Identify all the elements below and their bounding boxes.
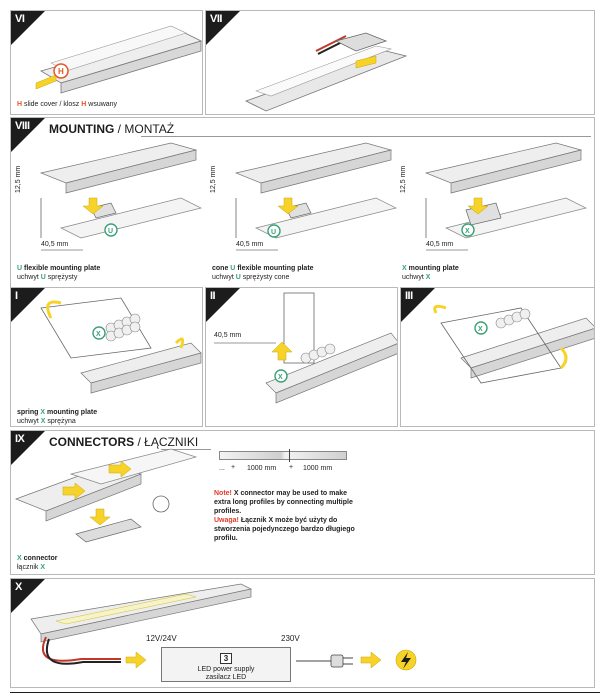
voltage-high: 230V bbox=[281, 634, 300, 643]
mounting-illustration-u: U bbox=[39, 142, 203, 251]
rail-ellipsis: ... bbox=[219, 465, 225, 472]
panel-ii: II 40,5 mm X bbox=[205, 287, 398, 427]
caption-x-plate: X mounting plate uchwyt X bbox=[402, 265, 459, 281]
power-supply-label-pl: zasilacz LED bbox=[205, 674, 247, 681]
section-connectors: IX CONNECTORS / ŁĄCZNIKI X connector łąc… bbox=[10, 430, 595, 575]
step-label-ii: II bbox=[210, 290, 216, 302]
step-label-x: X bbox=[15, 581, 22, 593]
panel-vii: VII bbox=[205, 10, 595, 115]
mounting-title-rule bbox=[141, 136, 591, 137]
rail-diagram: ... + 1000 mm + 1000 mm bbox=[219, 449, 349, 481]
step-label-iii: III bbox=[405, 290, 413, 302]
step-tag-ii bbox=[206, 288, 240, 322]
profile-illustration-vi: H bbox=[35, 25, 202, 94]
section-mounting: VIII MOUNTING / MONTAŻ U 12,5 mm 40,5 mm… bbox=[10, 117, 595, 287]
connector-illustration bbox=[15, 448, 198, 543]
spring-illustration-iii: X bbox=[433, 304, 594, 384]
rail-plus-2: + bbox=[289, 464, 294, 471]
rail-bar bbox=[219, 451, 347, 460]
panel-i: I X spring X mounting plate uchwyt X spr… bbox=[10, 287, 203, 427]
svg-text:H: H bbox=[58, 67, 64, 76]
mounting-illustration-x: X bbox=[424, 142, 588, 251]
step-tag-x bbox=[11, 579, 45, 613]
step-label-viii: VIII bbox=[15, 120, 30, 132]
connectors-title-rule bbox=[161, 449, 211, 450]
mounting-illustration-cone-u: U bbox=[234, 142, 398, 251]
svg-text:X: X bbox=[96, 331, 101, 338]
caption-spring-x: spring X mounting plate uchwyt X sprężyn… bbox=[17, 409, 98, 425]
dim-height-1: 12,5 mm bbox=[15, 165, 22, 193]
step-tag-vi bbox=[11, 11, 45, 45]
power-supply-box: 3 LED power supply zasilacz LED bbox=[161, 647, 291, 682]
dim-width-2: 40,5 mm bbox=[236, 241, 264, 248]
power-supply-number: 3 bbox=[219, 653, 233, 664]
dim-spring-width: 40,5 mm bbox=[214, 332, 242, 339]
voltage-low: 12V/24V bbox=[146, 634, 177, 643]
panel-vi: VI H H slide cover / klosz H wsuwany bbox=[10, 10, 203, 115]
rail-length-1: 1000 mm bbox=[247, 465, 277, 472]
caption-u-plate: U flexible mounting plate uchwyt U spręż… bbox=[17, 265, 101, 281]
svg-text:X: X bbox=[478, 326, 483, 333]
svg-text:X: X bbox=[278, 374, 283, 381]
connector-note: Note! X connector may be used to make ex… bbox=[214, 490, 355, 542]
end-cap-illustration bbox=[244, 32, 408, 112]
connectors-title: CONNECTORS / ŁĄCZNIKI bbox=[49, 435, 199, 449]
rail-plus-1: + bbox=[231, 464, 236, 471]
section-power: X 12V/24V 230V 3 LED power supply zasila… bbox=[10, 578, 595, 688]
svg-text:U: U bbox=[108, 228, 113, 235]
caption-cone-u-plate: cone U flexible mounting plate uchwyt U … bbox=[212, 265, 314, 281]
mounting-title: MOUNTING / MONTAŻ bbox=[49, 122, 175, 136]
slide-cover-caption: H slide cover / klosz H wsuwany bbox=[17, 101, 118, 108]
step-label-vii: VII bbox=[210, 13, 222, 25]
step-tag-vii bbox=[206, 11, 240, 45]
step-tag-i bbox=[11, 288, 45, 322]
caption-x-connector: X connector łącznik X bbox=[17, 555, 58, 571]
rail-joint bbox=[289, 449, 290, 462]
step-tag-viii bbox=[11, 118, 45, 152]
svg-text:X: X bbox=[465, 228, 470, 235]
dim-width-1: 40,5 mm bbox=[41, 241, 69, 248]
step-label-vi: VI bbox=[15, 13, 25, 25]
spring-illustration-ii: X bbox=[214, 292, 397, 404]
rail-length-2: 1000 mm bbox=[303, 465, 333, 472]
step-label-i: I bbox=[15, 290, 18, 302]
power-illustration bbox=[30, 583, 417, 671]
dim-height-2: 12,5 mm bbox=[210, 165, 217, 193]
step-tag-iii bbox=[401, 288, 435, 322]
power-supply-label-en: LED power supply bbox=[197, 666, 255, 673]
dim-height-3: 12,5 mm bbox=[400, 165, 407, 193]
bottom-rule bbox=[10, 692, 600, 693]
dim-width-3: 40,5 mm bbox=[426, 241, 454, 248]
step-label-ix: IX bbox=[15, 433, 25, 445]
svg-text:U: U bbox=[271, 229, 276, 236]
step-tag-ix bbox=[11, 431, 45, 465]
panel-iii: III X bbox=[400, 287, 595, 427]
spring-illustration-i: X bbox=[40, 297, 202, 394]
